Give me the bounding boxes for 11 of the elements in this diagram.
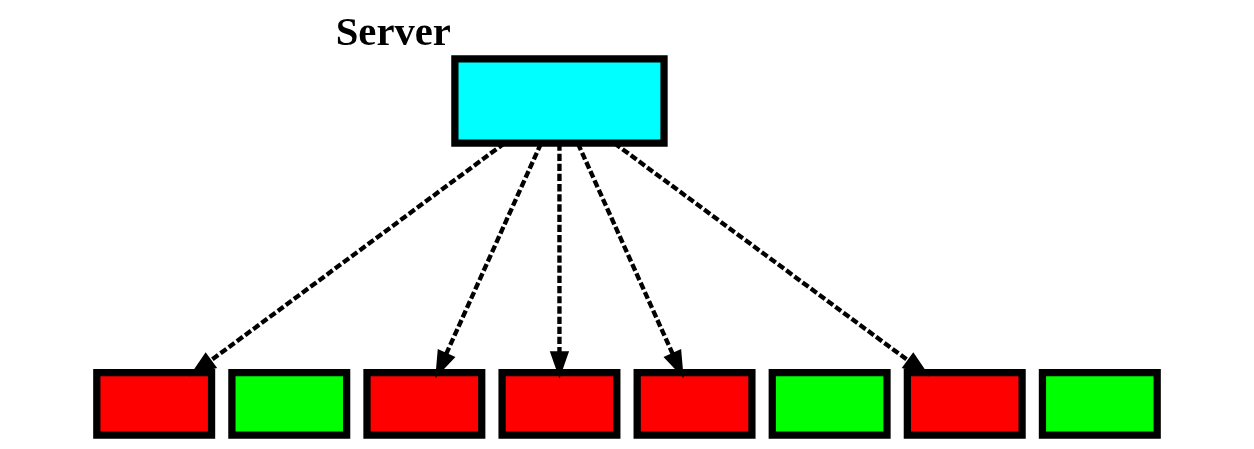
arrow [549, 143, 570, 379]
node-box [498, 369, 621, 439]
node-box [451, 55, 668, 147]
node-box [1038, 369, 1161, 439]
node-box [768, 369, 891, 439]
node-box [363, 369, 486, 439]
node-box [93, 369, 216, 439]
node-box [228, 369, 351, 439]
node-box [633, 369, 756, 439]
node-box [903, 369, 1026, 439]
node-label: Server [335, 8, 451, 54]
